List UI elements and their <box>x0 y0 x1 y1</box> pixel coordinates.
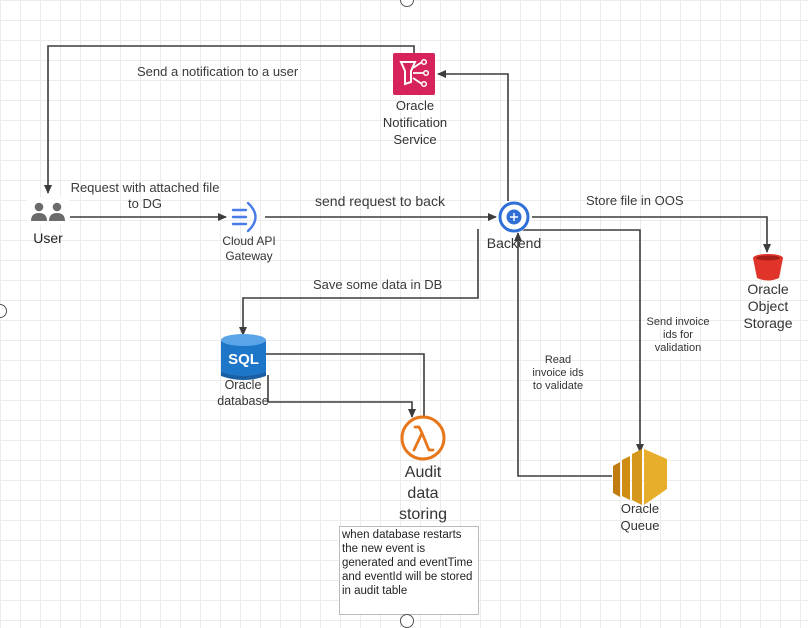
sql-database-icon: SQL <box>221 334 266 380</box>
edge-backend-to-notification <box>437 70 509 201</box>
edge-label-request-attached: Request with attached file to DG <box>70 180 220 211</box>
bucket-icon <box>753 254 783 281</box>
edge-backend-to-queue <box>520 229 644 453</box>
audit-note: when database restarts the new event is … <box>339 526 479 615</box>
edge-queue-to-backend <box>514 232 612 477</box>
edge-label-send-ids: Send invoice ids for validation <box>646 316 710 354</box>
storage-label: Oracle Object Storage <box>743 281 793 331</box>
users-icon <box>27 197 69 225</box>
gateway-label: Cloud API Gateway <box>222 234 276 263</box>
backend-label: Backend <box>486 235 542 251</box>
edge-label-store-oos: Store file in OOS <box>586 193 684 208</box>
queue-icon <box>613 449 667 505</box>
edge-backend-to-storage <box>532 216 771 253</box>
audit-label: Audit data storing <box>398 464 448 523</box>
queue-label: Oracle Queue <box>620 501 660 533</box>
edge-backend-to-database <box>239 229 479 336</box>
edge-db-to-lambda <box>267 375 416 418</box>
edge-label-notify-user: Send a notification to a user <box>137 64 299 79</box>
lambda-icon <box>400 415 446 461</box>
edge-lambda-to-db <box>256 350 425 416</box>
backend-icon <box>498 201 530 233</box>
edge-notify-user <box>44 45 415 194</box>
edge-label-save-db: Save some data in DB <box>313 277 443 292</box>
edge-label-send-to-back: send request to back <box>315 193 445 209</box>
notification-service-icon <box>393 53 435 95</box>
connection-handle-bottom[interactable] <box>400 614 414 628</box>
sql-icon-label: SQL <box>228 351 259 368</box>
database-label: Oracle database <box>217 378 269 408</box>
api-gateway-icon <box>231 201 257 233</box>
user-label: User <box>33 230 63 246</box>
notification-label: Oracle Notification Service <box>382 98 448 147</box>
edge-label-read-ids: Read invoice ids to validate <box>532 354 584 392</box>
